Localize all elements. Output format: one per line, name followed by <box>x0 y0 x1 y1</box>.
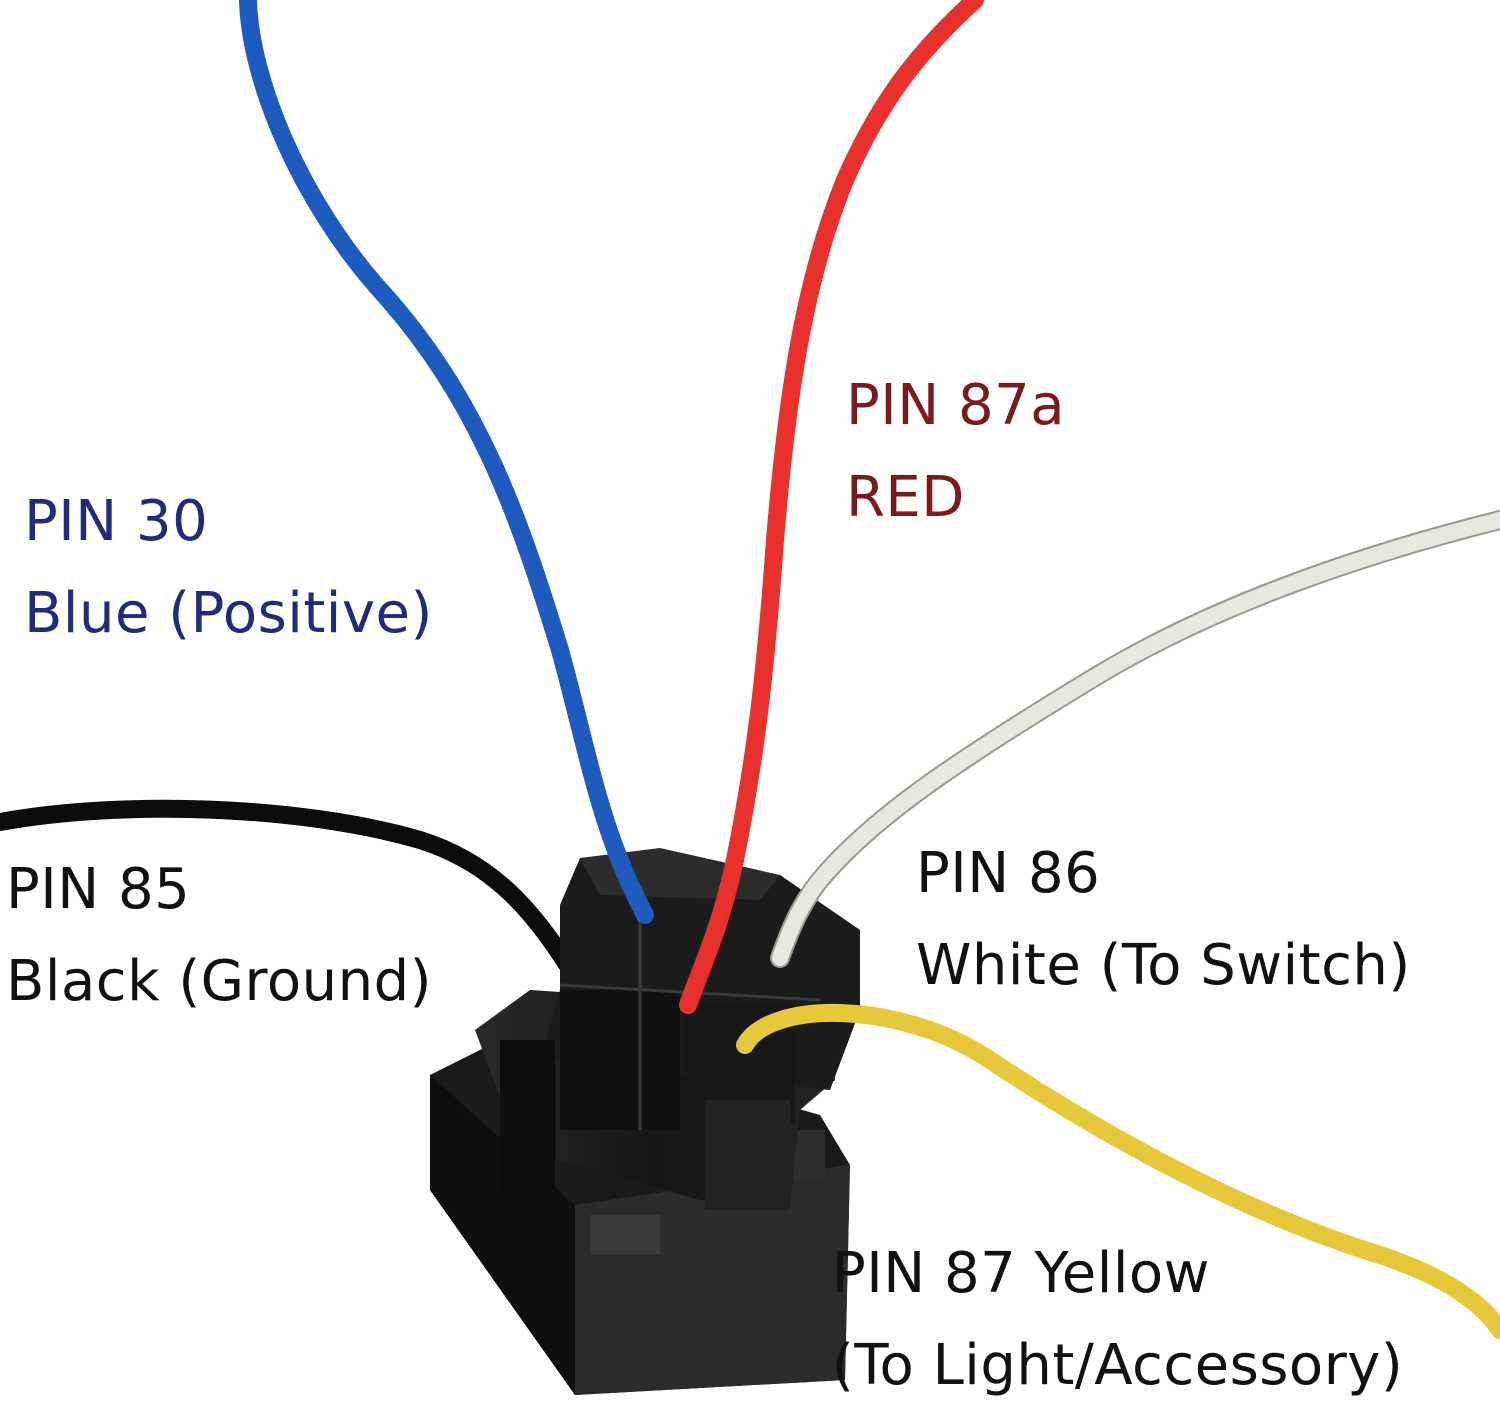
blue-wire <box>239 0 654 924</box>
red-wire <box>679 0 984 1014</box>
black-wire <box>0 799 589 994</box>
pin86-description: White (To Switch) <box>916 933 1411 998</box>
pin85-title: PIN 85 <box>6 857 191 922</box>
pin87-label: PIN 87 Yellow (To Light/Accessory) <box>832 1246 1403 1394</box>
yellow-wire <box>736 1003 1500 1339</box>
pin87-description: (To Light/Accessory) <box>832 1333 1404 1398</box>
pin85-label: PIN 85 Black (Ground) <box>6 862 432 1010</box>
pin30-description: Blue (Positive) <box>24 581 433 646</box>
pin87a-label: PIN 87a RED <box>846 378 1065 526</box>
pin86-title: PIN 86 <box>916 841 1101 906</box>
pin87a-description: RED <box>846 465 965 530</box>
pin86-label: PIN 86 White (To Switch) <box>916 846 1411 994</box>
white-wire <box>772 512 1500 966</box>
pin87-title: PIN 87 Yellow <box>832 1241 1210 1306</box>
pin87a-title: PIN 87a <box>846 373 1066 438</box>
pin30-label: PIN 30 Blue (Positive) <box>24 494 433 642</box>
pin30-title: PIN 30 <box>24 489 209 554</box>
pin85-description: Black (Ground) <box>6 949 432 1014</box>
